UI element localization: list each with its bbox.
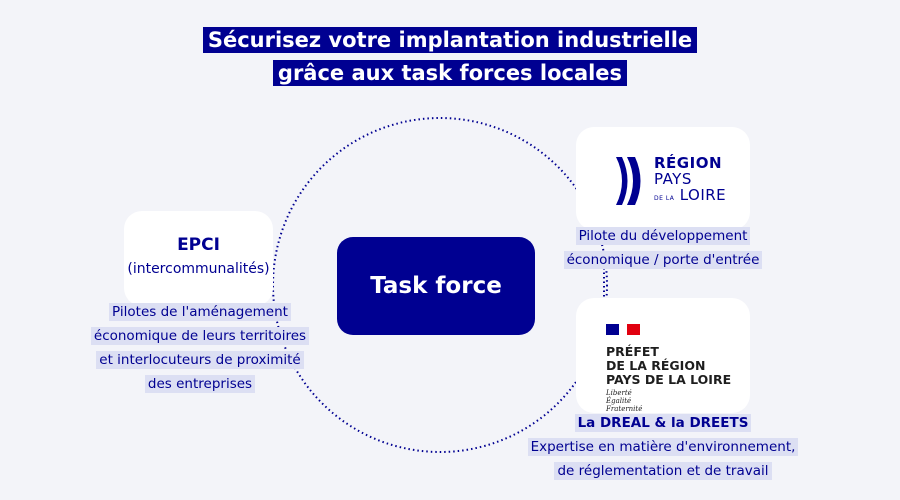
epci-card: EPCI (intercommunalités) <box>124 211 273 306</box>
task-force-box: Task force <box>337 237 535 335</box>
french-flag-icon <box>606 324 640 335</box>
prefet-title: La DREAL & la DREETS <box>574 414 752 432</box>
region-logo: RÉGION PAYS DE LA LOIRE <box>616 155 726 207</box>
epci-title: EPCI <box>177 235 220 255</box>
epci-description: Pilotes de l'aménagement économique de l… <box>80 300 320 396</box>
region-description: Pilote du développement économique / por… <box>540 224 786 272</box>
epci-subtitle: (intercommunalités) <box>127 261 270 277</box>
region-logo-mark-icon <box>616 157 641 205</box>
page-title: Sécurisez votre implantation industriell… <box>0 24 900 90</box>
region-logo-card: RÉGION PAYS DE LA LOIRE <box>576 127 750 230</box>
prefet-description: La DREAL & la DREETS Expertise en matièr… <box>510 411 816 483</box>
